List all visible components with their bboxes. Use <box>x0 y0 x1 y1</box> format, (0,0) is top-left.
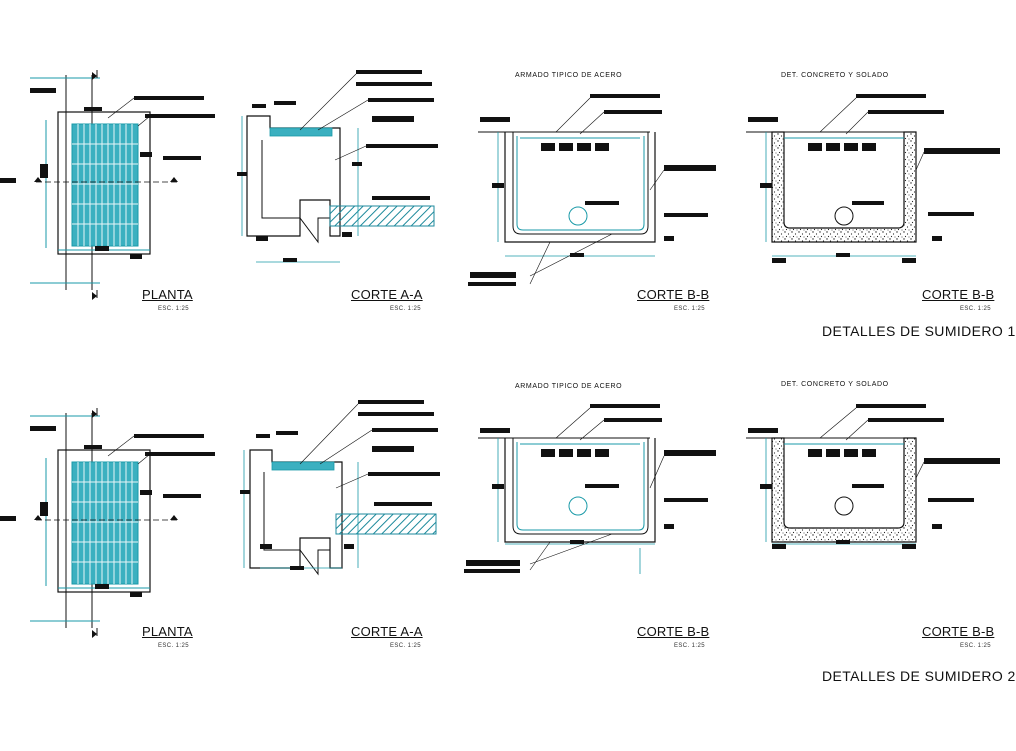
header-concreto-1: DET. CONCRETO Y SOLADO <box>781 72 889 79</box>
planta-view <box>0 70 215 300</box>
sheet-1 <box>0 70 1000 300</box>
corte-bb-concreto-view <box>746 94 1000 263</box>
scale-planta-2: ESC. 1:25 <box>158 643 189 649</box>
header-armado-2: ARMADO TIPICO DE ACERO <box>515 383 623 390</box>
corte-bb-concreto-view <box>746 404 1000 549</box>
header-armado-1: ARMADO TIPICO DE ACERO <box>515 72 623 79</box>
planta-view <box>0 408 215 638</box>
scale-corte-aa-2: ESC. 1:25 <box>390 643 421 649</box>
scale-corte-bb-armado-1: ESC. 1:25 <box>674 306 705 312</box>
corte-bb-armado-view <box>468 94 716 286</box>
title-corte-bb-concreto-1: CORTE B-B <box>922 287 995 302</box>
corte-aa-view <box>240 400 440 576</box>
scale-corte-bb-concreto-1: ESC. 1:25 <box>960 306 991 312</box>
sheet-2 <box>0 400 1000 638</box>
title-corte-bb-concreto-2: CORTE B-B <box>922 624 995 639</box>
scale-corte-aa-1: ESC. 1:25 <box>390 306 421 312</box>
title-planta-1: PLANTA <box>142 287 193 302</box>
title-corte-aa-1: CORTE A-A <box>351 287 423 302</box>
scale-planta-1: ESC. 1:25 <box>158 306 189 312</box>
corte-bb-armado-view <box>464 404 716 574</box>
scale-corte-bb-armado-2: ESC. 1:25 <box>674 643 705 649</box>
title-planta-2: PLANTA <box>142 624 193 639</box>
title-corte-bb-armado-2: CORTE B-B <box>637 624 710 639</box>
corte-aa-view <box>237 70 438 263</box>
scale-corte-bb-concreto-2: ESC. 1:25 <box>960 643 991 649</box>
caption-sumidero-1: DETALLES DE SUMIDERO 1 <box>822 323 1016 339</box>
header-concreto-2: DET. CONCRETO Y SOLADO <box>781 381 889 388</box>
title-corte-bb-armado-1: CORTE B-B <box>637 287 710 302</box>
caption-sumidero-2: DETALLES DE SUMIDERO 2 <box>822 668 1016 684</box>
title-corte-aa-2: CORTE A-A <box>351 624 423 639</box>
